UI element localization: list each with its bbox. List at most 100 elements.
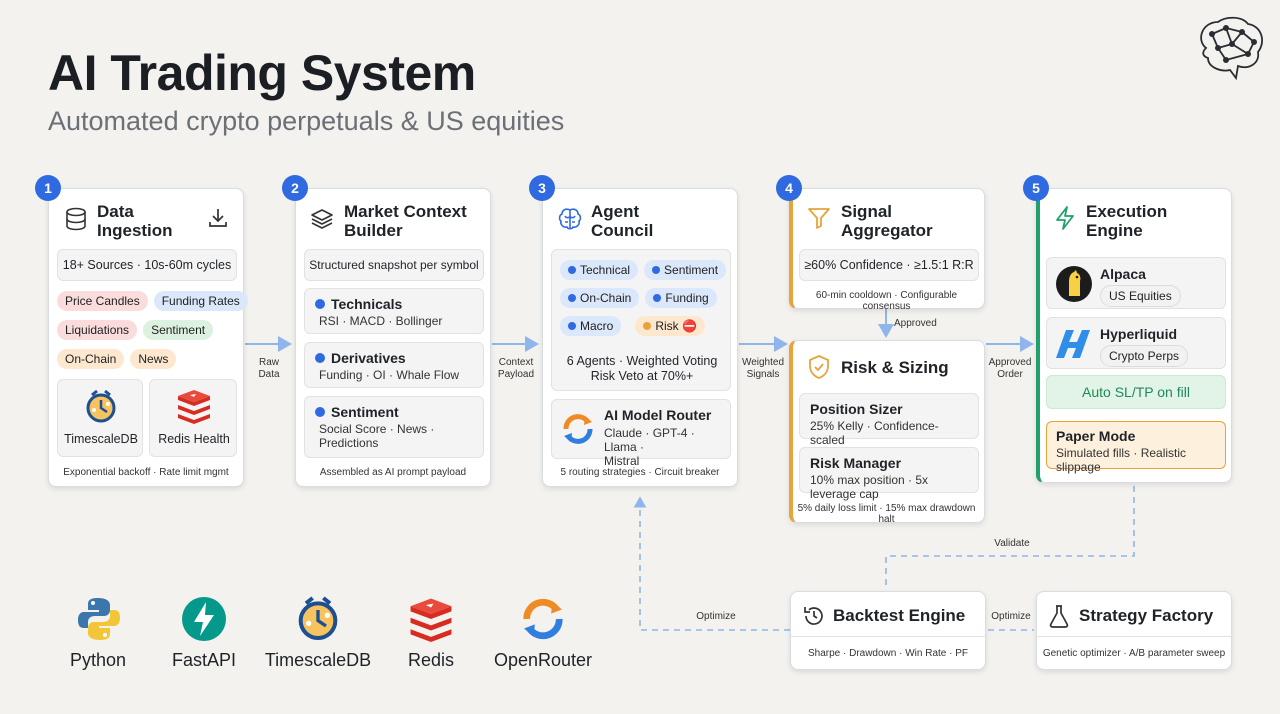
agent-technical: Technical bbox=[560, 260, 639, 280]
ai-model-router-box: AI Model Router Claude · GPT-4 · Llama ·… bbox=[551, 399, 731, 468]
alpaca-icon bbox=[1056, 266, 1092, 302]
sentiment-section: Sentiment Social Score · News · Predicti… bbox=[304, 396, 484, 458]
flask-icon bbox=[1049, 605, 1069, 628]
hyperliquid-tag: Crypto Perps bbox=[1100, 345, 1189, 367]
db1-label: TimescaleDB bbox=[64, 432, 138, 446]
python-icon bbox=[78, 598, 120, 640]
redis-icon bbox=[410, 598, 452, 642]
step-number-3: 3 bbox=[529, 175, 555, 201]
flow-label-approved: Approved bbox=[894, 318, 937, 329]
strategy-factory-card: Strategy Factory Genetic optimizer · A/B… bbox=[1036, 591, 1233, 670]
filter-icon bbox=[808, 208, 830, 229]
tag-liquidations: Liquidations bbox=[57, 320, 138, 340]
strategy-footer: Genetic optimizer · A/B parameter sweep bbox=[1042, 648, 1226, 659]
tech-python-label: Python bbox=[69, 650, 127, 670]
technicals-section: Technicals RSI · MACD · Bollinger bbox=[304, 288, 484, 334]
agent-macro: Macro bbox=[560, 316, 622, 336]
tech-redis-label: Redis bbox=[407, 650, 455, 670]
hyperliquid-icon bbox=[1056, 330, 1090, 358]
shield-check-icon bbox=[809, 355, 829, 379]
timescaledb-icon bbox=[86, 389, 116, 423]
database-icon bbox=[66, 207, 86, 231]
flow-label-optimize-mid: Optimize bbox=[991, 611, 1031, 622]
backtest-footer: Sharpe · Drawdown · Win Rate · PF bbox=[807, 648, 969, 659]
paper-mode-title: Paper Mode bbox=[1056, 428, 1136, 444]
step-number-1: 1 bbox=[35, 175, 61, 201]
tag-sentiment: Sentiment bbox=[143, 320, 214, 340]
confidence-info: ≥60% Confidence · ≥1.5:1 R:R bbox=[799, 249, 979, 281]
strategy-title: Strategy Factory bbox=[1079, 606, 1214, 625]
backtest-engine-card: Backtest Engine Sharpe · Drawdown · Win … bbox=[790, 591, 987, 670]
download-icon[interactable] bbox=[207, 207, 229, 229]
agent-on-chain: On-Chain bbox=[560, 288, 640, 308]
risk-sizing-title: Risk & Sizing bbox=[841, 358, 949, 377]
agent-council-footer: 5 routing strategies · Circuit breaker bbox=[560, 467, 720, 478]
agent-sentiment: Sentiment bbox=[644, 260, 727, 280]
agents-box: Technical Sentiment On-Chain Funding Mac… bbox=[551, 249, 731, 391]
alpaca-name: Alpaca bbox=[1100, 266, 1146, 282]
auto-sltp-badge: Auto SL/TP on fill bbox=[1046, 375, 1226, 409]
tech-fastapi-label: FastAPI bbox=[171, 650, 237, 670]
tag-news: News bbox=[130, 349, 177, 369]
openrouter-icon bbox=[563, 414, 593, 444]
layers-icon bbox=[311, 209, 333, 229]
position-sizer-section: Position Sizer 25% Kelly · Confidence-sc… bbox=[799, 393, 979, 447]
tech-timescaledb-label: TimescaleDB bbox=[264, 650, 372, 670]
tag-on-chain: On-Chain bbox=[57, 349, 125, 369]
brain-network-icon bbox=[1200, 16, 1263, 81]
flow-label-validate: Validate bbox=[994, 538, 1030, 549]
router-title: AI Model Router bbox=[604, 407, 712, 423]
backtest-title: Backtest Engine bbox=[833, 606, 966, 625]
hyperliquid-name: Hyperliquid bbox=[1100, 326, 1178, 342]
step-number-4: 4 bbox=[776, 175, 802, 201]
page-subtitle: Automated crypto perpetuals & US equitie… bbox=[48, 106, 565, 136]
openrouter-icon bbox=[523, 598, 563, 640]
db2-label: Redis Health bbox=[158, 432, 230, 446]
redis-icon bbox=[178, 390, 210, 424]
agent-funding: Funding bbox=[645, 288, 717, 308]
signal-aggregator-footer: 60-min cooldown · Configurable consensus bbox=[815, 290, 958, 312]
fastapi-icon bbox=[182, 597, 226, 641]
risk-manager-section: Risk Manager 10% max position · 5x lever… bbox=[799, 447, 979, 501]
step-number-2: 2 bbox=[282, 175, 308, 201]
timescaledb-box: TimescaleDB bbox=[57, 379, 143, 457]
derivatives-section: Derivatives Funding · OI · Whale Flow bbox=[304, 342, 484, 388]
data-ingestion-footer: Exponential backoff · Rate limit mgmt bbox=[63, 467, 229, 478]
tech-openrouter-label: OpenRouter bbox=[493, 650, 593, 670]
broker-alpaca: Alpaca US Equities bbox=[1046, 257, 1226, 309]
brain-icon bbox=[558, 208, 582, 230]
risk-sizing-footer: 5% daily loss limit · 15% max drawdown h… bbox=[797, 503, 976, 525]
tag-funding-rates: Funding Rates bbox=[153, 291, 248, 311]
paper-mode-sub: Simulated fills · Realistic slippage bbox=[1056, 446, 1187, 474]
paper-mode-box: Paper Mode Simulated fills · Realistic s… bbox=[1046, 421, 1226, 474]
risk-sizing-card: Risk & Sizing Position Sizer 25% Kelly ·… bbox=[789, 340, 985, 525]
redis-health-box: Redis Health bbox=[149, 379, 237, 457]
flow-label-optimize-left: Optimize bbox=[696, 611, 736, 622]
broker-hyperliquid: Hyperliquid Crypto Perps bbox=[1046, 317, 1226, 369]
sources-info: 18+ Sources · 10s-60m cycles bbox=[57, 249, 237, 281]
agent-risk: Risk ⛔ bbox=[635, 316, 705, 336]
router-models: Claude · GPT-4 · Llama ·Mistral bbox=[604, 426, 695, 468]
data-tags: Price Candles Funding Rates Liquidations… bbox=[57, 291, 248, 369]
dashed-validate-path bbox=[885, 486, 1135, 590]
step-number-5: 5 bbox=[1023, 175, 1049, 201]
market-context-footer: Assembled as AI prompt payload bbox=[319, 467, 467, 478]
dashed-optimize-left-path bbox=[633, 496, 790, 631]
tag-price-candles: Price Candles bbox=[57, 291, 148, 311]
